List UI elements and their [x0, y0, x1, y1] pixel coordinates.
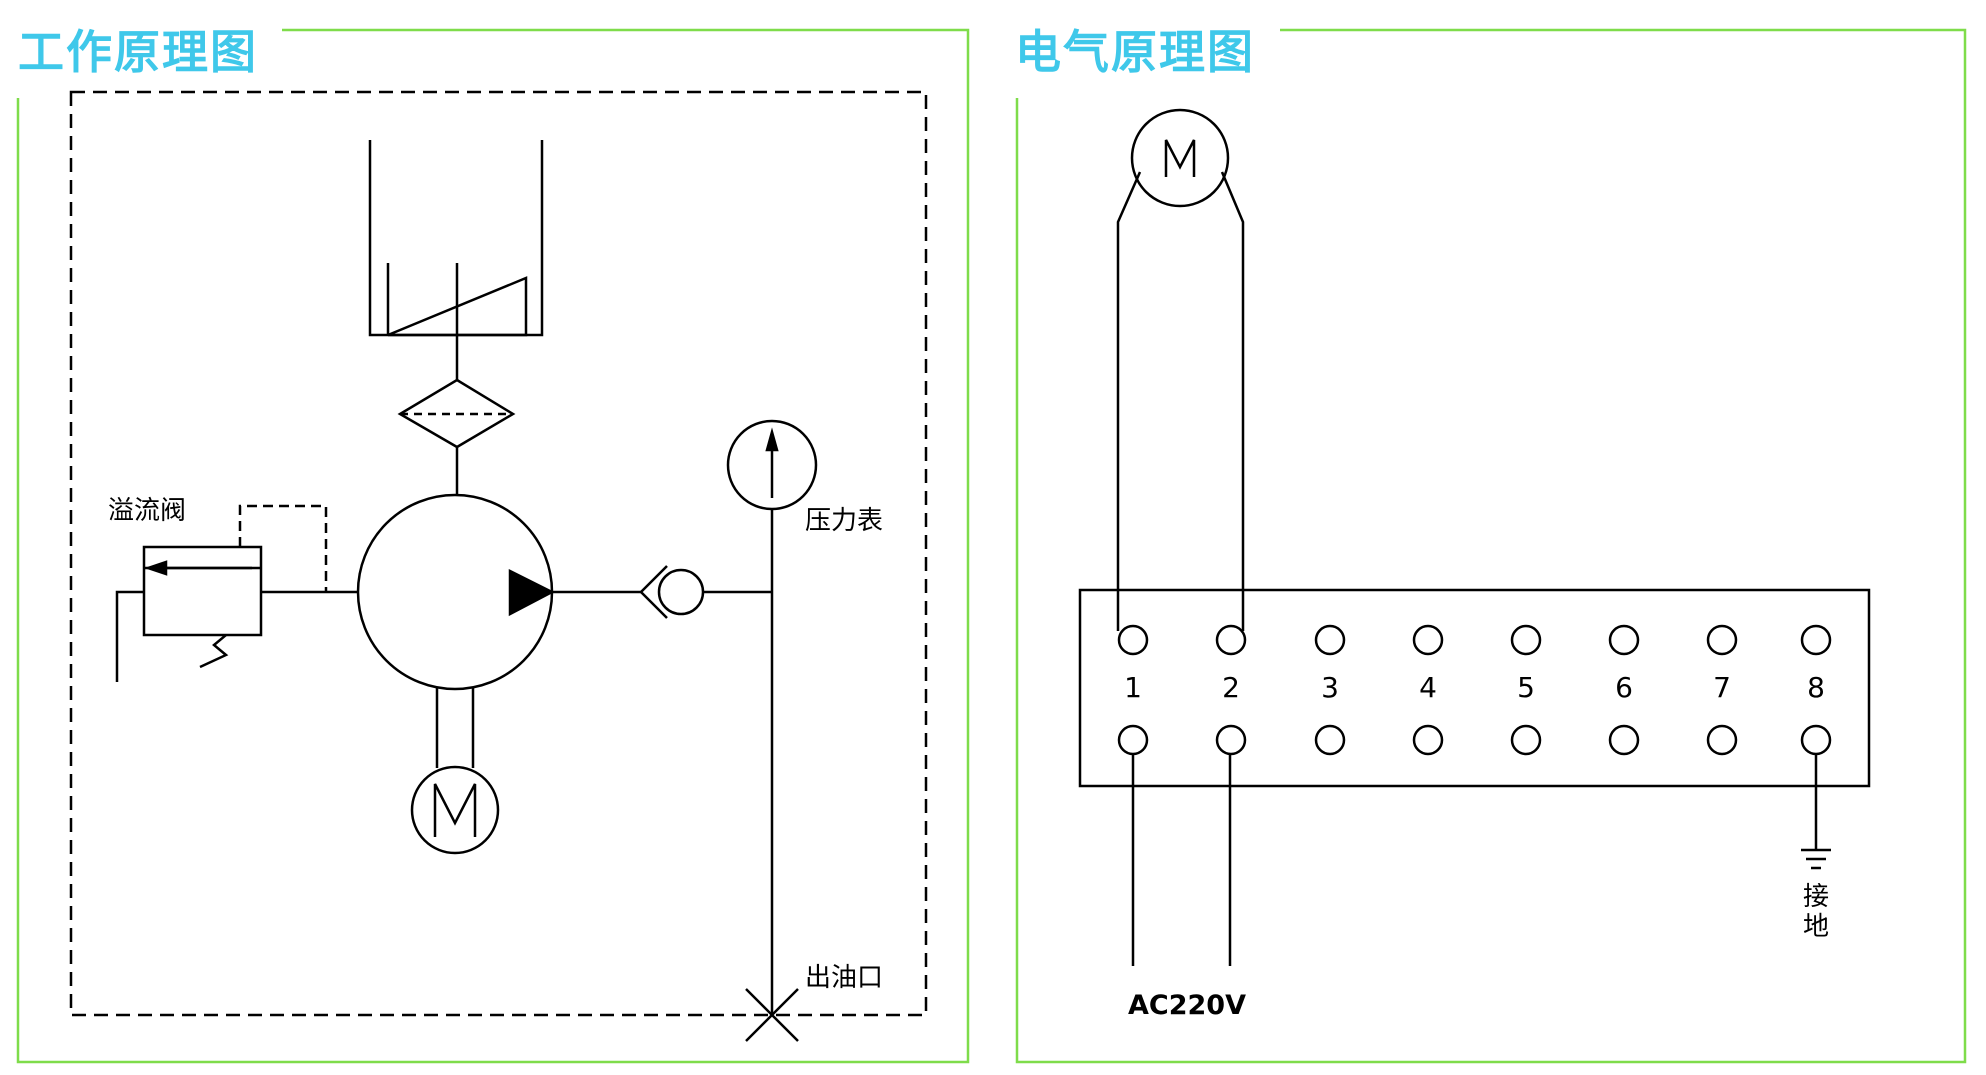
gauge-needle-head: [765, 427, 779, 452]
terminal-block: [1078, 588, 1871, 788]
relief-pilot-dashed: [238, 504, 328, 592]
terminal-number-2: 2: [1222, 671, 1240, 704]
unit-boundary-dashed: [69, 90, 928, 1017]
terminal-8-top: [1800, 624, 1832, 656]
terminal-row-top: [1117, 624, 1832, 656]
pump-motor-m-glyph: [433, 783, 477, 837]
electric-motor-circle: [1130, 108, 1230, 208]
terminal-7-bottom: [1706, 724, 1738, 756]
oil-tank: [368, 140, 544, 337]
terminal-5-top: [1510, 624, 1542, 656]
power-supply-label: AC220V: [1128, 990, 1246, 1021]
relief-valve-label: 溢流阀: [108, 496, 186, 526]
terminal-5-bottom: [1510, 724, 1542, 756]
working-diagram-title: 工作原理图: [18, 25, 258, 79]
terminal-1-top: [1117, 624, 1149, 656]
ground-label: 接地: [1803, 882, 1829, 942]
terminal-number-1: 1: [1124, 671, 1142, 704]
outlet-cross-b: [745, 988, 799, 1042]
terminal-7-top: [1706, 624, 1738, 656]
relief-drain-line: [115, 590, 144, 682]
terminal-number-6: 6: [1615, 671, 1633, 704]
motor-lead-1: [1116, 171, 1142, 631]
oil-filter: [397, 378, 516, 449]
outlet-label: 出油口: [805, 963, 883, 993]
terminal-2-bottom: [1215, 724, 1247, 756]
electrical-diagram-title: 电气原理图: [1015, 25, 1255, 79]
terminal-row-bottom: [1117, 724, 1832, 756]
electric-motor-m-glyph: [1164, 139, 1196, 177]
terminal-4-bottom: [1412, 724, 1444, 756]
electrical-panel-frame: [1015, 28, 1967, 1064]
working-panel-frame: [16, 28, 970, 1064]
pump-motor-circle: [410, 765, 500, 855]
terminal-1-bottom: [1117, 724, 1149, 756]
check-valve: [639, 565, 705, 619]
terminal-6-top: [1608, 624, 1640, 656]
pump-direction-triangle: [508, 568, 555, 617]
terminal-number-8: 8: [1807, 671, 1825, 704]
terminal-number-3: 3: [1321, 671, 1339, 704]
terminal-number-7: 7: [1713, 671, 1731, 704]
terminal-numbers: 1 2 3 4 5 6 7 8: [1124, 671, 1825, 704]
relief-valve: [142, 545, 263, 669]
terminal-number-4: 4: [1419, 671, 1437, 704]
pressure-gauge-label: 压力表: [805, 506, 883, 536]
terminal-3-top: [1314, 624, 1346, 656]
terminal-3-bottom: [1314, 724, 1346, 756]
terminal-8-bottom: [1800, 724, 1832, 756]
terminal-2-top: [1215, 624, 1247, 656]
terminal-4-top: [1412, 624, 1444, 656]
terminal-number-5: 5: [1517, 671, 1535, 704]
ground-symbol: [1801, 848, 1831, 870]
motor-lead-2: [1220, 171, 1245, 631]
terminal-6-bottom: [1608, 724, 1640, 756]
